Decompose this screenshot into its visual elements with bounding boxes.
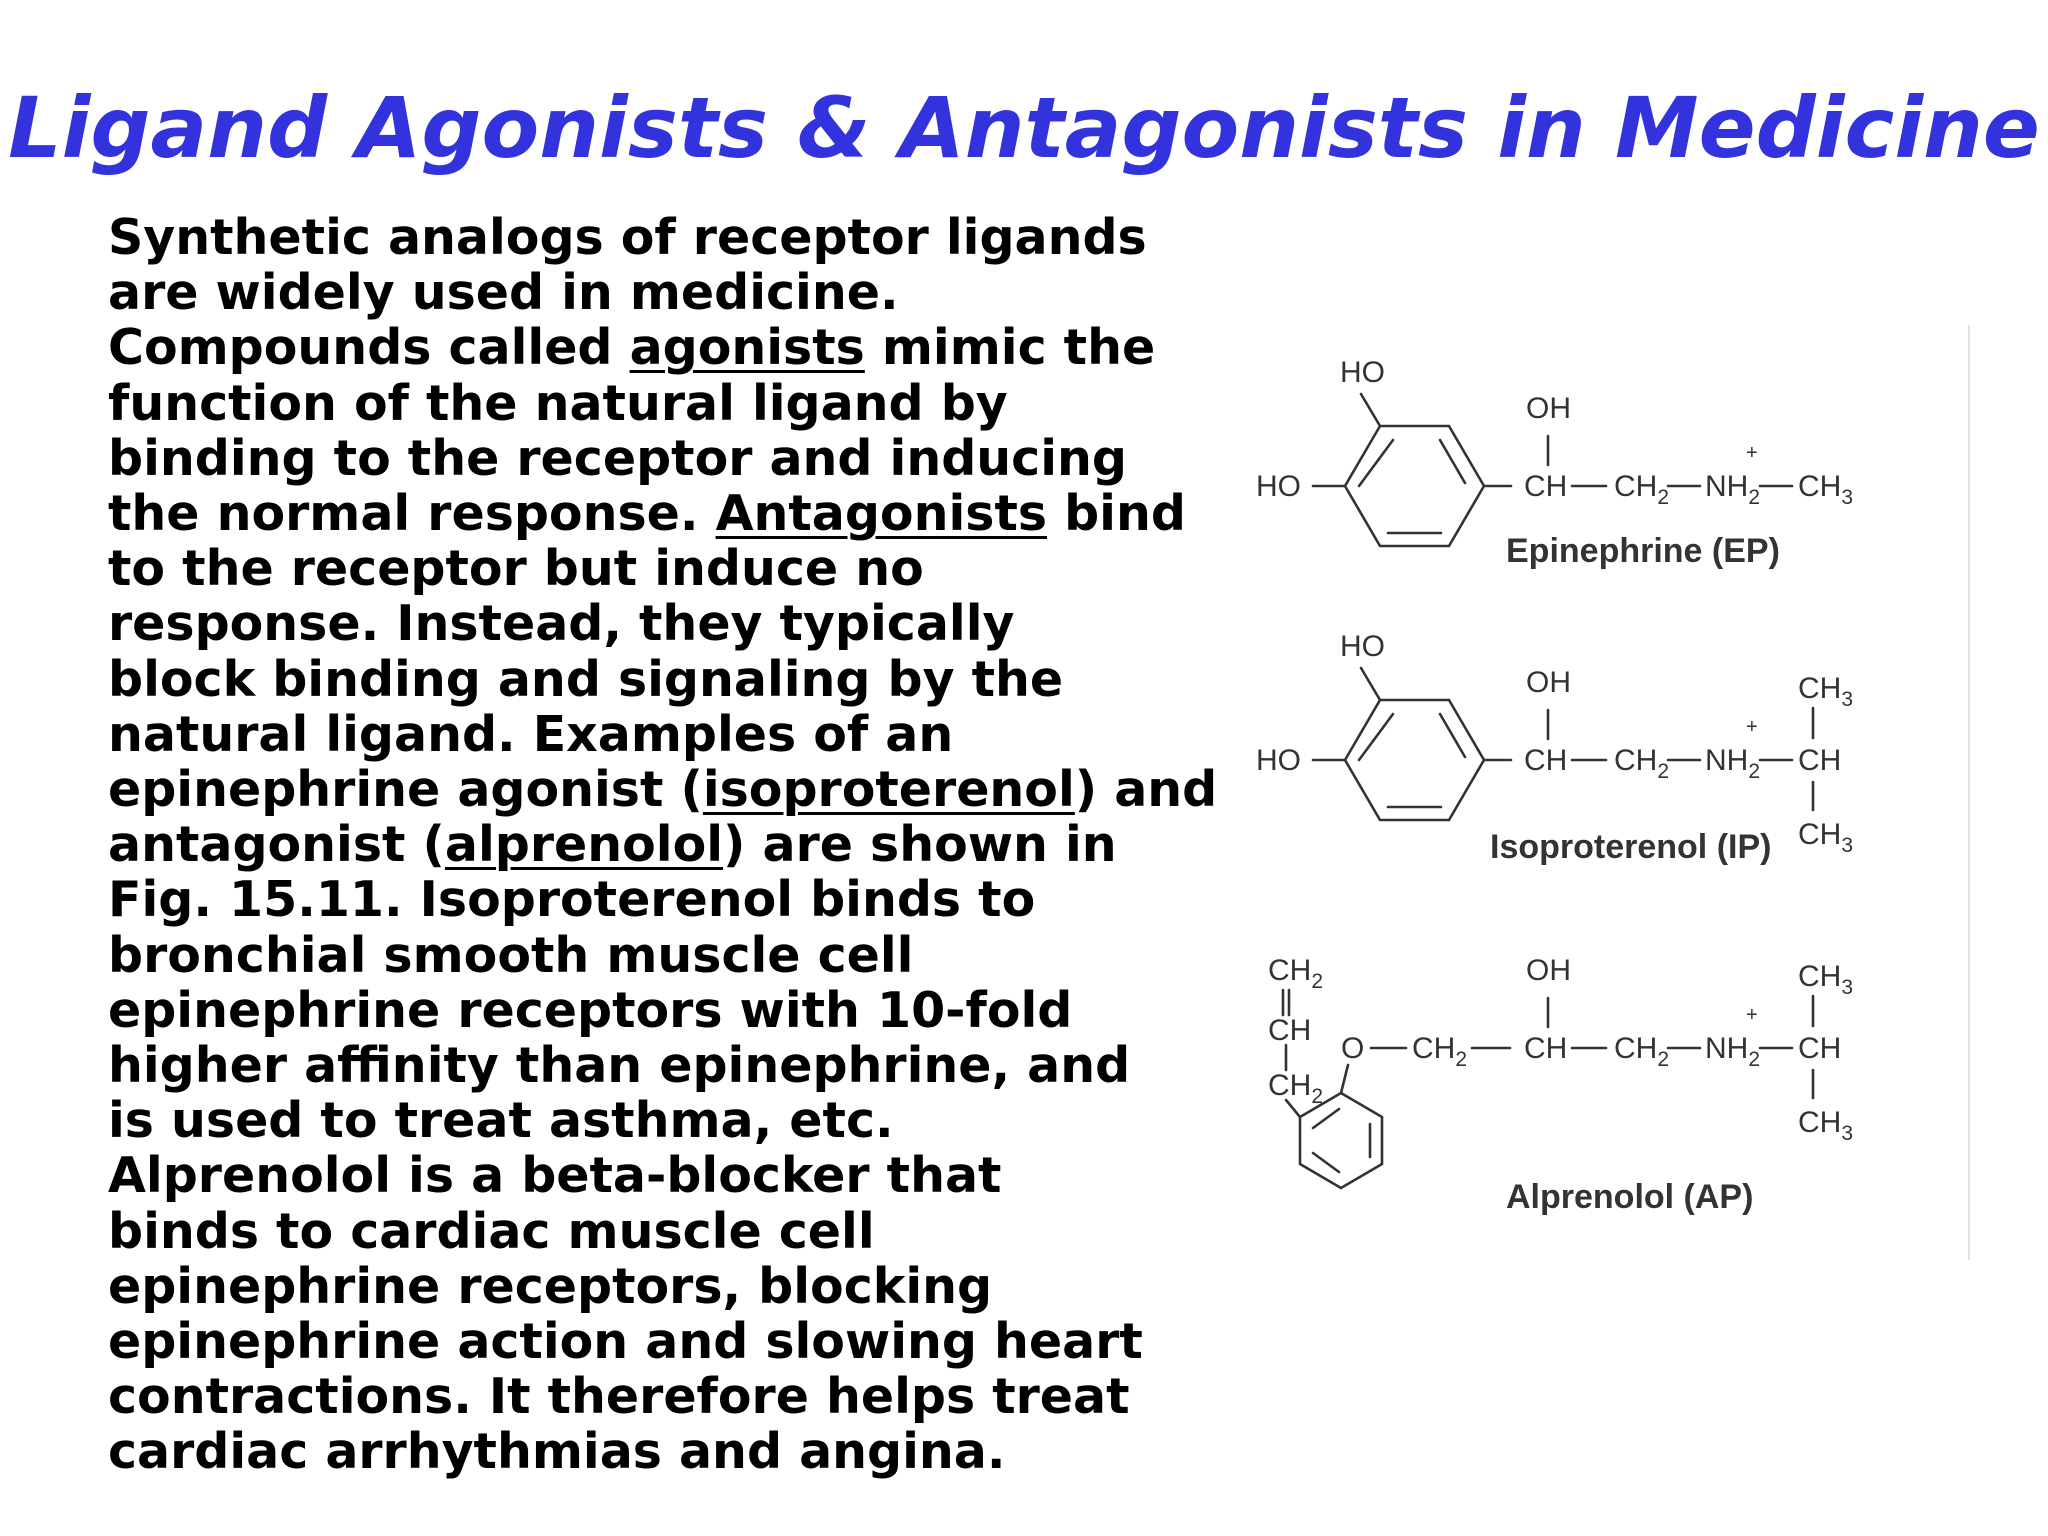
ap-ch3-bottom: CH3	[1798, 1106, 1853, 1145]
body-text-run: is used to treat asthma, etc.	[108, 1092, 894, 1150]
body-line: contractions. It therefore helps treat	[108, 1369, 1208, 1424]
ap-ch2: CH2	[1614, 1032, 1669, 1071]
body-line: the normal response. Antagonists bind	[108, 486, 1208, 541]
body-text-run: the normal response.	[108, 485, 716, 543]
body-line: Synthetic analogs of receptor ligands	[108, 210, 1208, 265]
body-text-run: mimic the	[864, 319, 1156, 377]
body-text-run: Synthetic analogs of receptor ligands	[108, 209, 1147, 266]
ep-name-label: Epinephrine (EP)	[1506, 532, 1780, 570]
body-line: epinephrine receptors, blocking	[108, 1259, 1208, 1314]
body-line: bronchial smooth muscle cell	[108, 928, 1208, 983]
ip-ch3-bottom: CH3	[1798, 818, 1853, 857]
body-text-run: higher affinity than epinephrine, and	[108, 1037, 1131, 1095]
body-text-run: epinephrine agonist (	[108, 761, 703, 819]
body-line: binding to the receptor and inducing	[108, 431, 1208, 486]
ep-ch3: CH3	[1798, 470, 1853, 509]
body-line: block binding and signaling by the	[108, 652, 1208, 707]
ip-ho-top: HO	[1340, 630, 1385, 663]
body-text-run: epinephrine action and slowing heart	[108, 1313, 1143, 1371]
ip-ch3-top: CH3	[1798, 672, 1853, 711]
body-line: epinephrine action and slowing heart	[108, 1314, 1208, 1369]
body-line: is used to treat asthma, etc.	[108, 1093, 1208, 1148]
body-line: to the receptor but induce no	[108, 541, 1208, 596]
body-line: binds to cardiac muscle cell	[108, 1204, 1208, 1259]
ip-ho-left: HO	[1256, 744, 1301, 777]
body-text-run: are widely used in medicine.	[108, 264, 899, 322]
ep-ch2: CH2	[1614, 470, 1669, 509]
ep-ho-top: HO	[1340, 356, 1385, 389]
ip-nh2: NH2	[1705, 744, 1760, 783]
body-line: Alprenolol is a beta-blocker that	[108, 1148, 1208, 1203]
body-text-run: bind	[1047, 485, 1186, 543]
body-text-run: ) and	[1074, 761, 1218, 819]
ap-name-label: Alprenolol (AP)	[1506, 1178, 1753, 1216]
body-line: epinephrine receptors with 10-fold	[108, 983, 1208, 1038]
ip-plus: +	[1746, 716, 1758, 738]
body-text-run: binding to the receptor and inducing	[108, 429, 1127, 487]
body-line: cardiac arrhythmias and angina.	[108, 1424, 1208, 1479]
ap-ch-branch: CH	[1798, 1032, 1841, 1065]
underlined-term: alprenolol	[444, 816, 724, 874]
ep-nh2: NH2	[1705, 470, 1760, 509]
body-text-run: bronchial smooth muscle cell	[108, 926, 914, 984]
ap-ch2-bottom: CH2	[1268, 1069, 1323, 1108]
body-line: higher affinity than epinephrine, and	[108, 1038, 1208, 1093]
body-text-run: Compounds called	[108, 319, 630, 377]
ep-oh: OH	[1526, 392, 1571, 425]
body-line: Fig. 15.11. Isoproterenol binds to	[108, 872, 1208, 927]
ap-oh: OH	[1526, 954, 1571, 987]
ap-ch-mid: CH	[1268, 1014, 1311, 1047]
ep-ch: CH	[1524, 470, 1567, 503]
body-line: Compounds called agonists mimic the	[108, 320, 1208, 375]
chemical-structures: HO HO OH CH CH2 + NH2 CH3 Epinephrine (E…	[1256, 356, 1853, 1216]
body-line: function of the natural ligand by	[108, 376, 1208, 431]
ep-ho-left: HO	[1256, 470, 1301, 503]
ap-o: O	[1341, 1032, 1364, 1065]
body-text-run: ) are shown in	[723, 816, 1117, 874]
ip-name-label: Isoproterenol (IP)	[1490, 828, 1771, 866]
ap-plus: +	[1746, 1004, 1758, 1026]
figure-divider	[1968, 325, 1970, 1260]
ip-ch-branch: CH	[1798, 744, 1841, 777]
body-line: are widely used in medicine.	[108, 265, 1208, 320]
body-text-run: function of the natural ligand by	[108, 374, 1008, 432]
underlined-term: isoproterenol	[702, 761, 1075, 819]
body-text-run: antagonist (	[108, 816, 445, 874]
body-text-run: epinephrine receptors, blocking	[108, 1257, 993, 1315]
ap-ch3-top: CH3	[1798, 960, 1853, 999]
body-line: antagonist (alprenolol) are shown in	[108, 817, 1208, 872]
ap-nh2: NH2	[1705, 1032, 1760, 1071]
ap-och2: CH2	[1412, 1032, 1467, 1071]
ep-plus: +	[1746, 442, 1758, 464]
body-text-run: epinephrine receptors with 10-fold	[108, 981, 1073, 1039]
ap-ch: CH	[1524, 1032, 1567, 1065]
body-line: response. Instead, they typically	[108, 596, 1208, 651]
body-text-run: cardiac arrhythmias and angina.	[108, 1423, 1006, 1481]
underlined-term: Antagonists	[715, 485, 1048, 543]
ap-ch2-top: CH2	[1268, 954, 1323, 993]
body-text-run: binds to cardiac muscle cell	[108, 1202, 875, 1260]
body-text-run: response. Instead, they typically	[108, 595, 1015, 653]
slide-title: Ligand Agonists & Antagonists in Medicin…	[8, 79, 2040, 177]
body-text-run: Fig. 15.11. Isoproterenol binds to	[108, 871, 1036, 929]
body-text-run: natural ligand. Examples of an	[108, 705, 954, 763]
ip-ch2: CH2	[1614, 744, 1669, 783]
body-text-run: contractions. It therefore helps treat	[108, 1368, 1130, 1426]
body-text-run: block binding and signaling by the	[108, 650, 1064, 708]
isoproterenol-ring	[1343, 698, 1486, 822]
ip-oh: OH	[1526, 666, 1571, 699]
ip-ch: CH	[1524, 744, 1567, 777]
epinephrine-ring	[1343, 424, 1486, 548]
body-text-run: to the receptor but induce no	[108, 540, 924, 598]
underlined-term: agonists	[629, 319, 865, 377]
body-line: natural ligand. Examples of an	[108, 707, 1208, 762]
body-line: epinephrine agonist (isoproterenol) and	[108, 761, 1217, 819]
structure-figure: HO HO OH CH CH2 + NH2 CH3 Epinephrine (E…	[1228, 320, 1968, 1260]
body-text-run: Alprenolol is a beta-blocker that	[108, 1147, 1002, 1205]
